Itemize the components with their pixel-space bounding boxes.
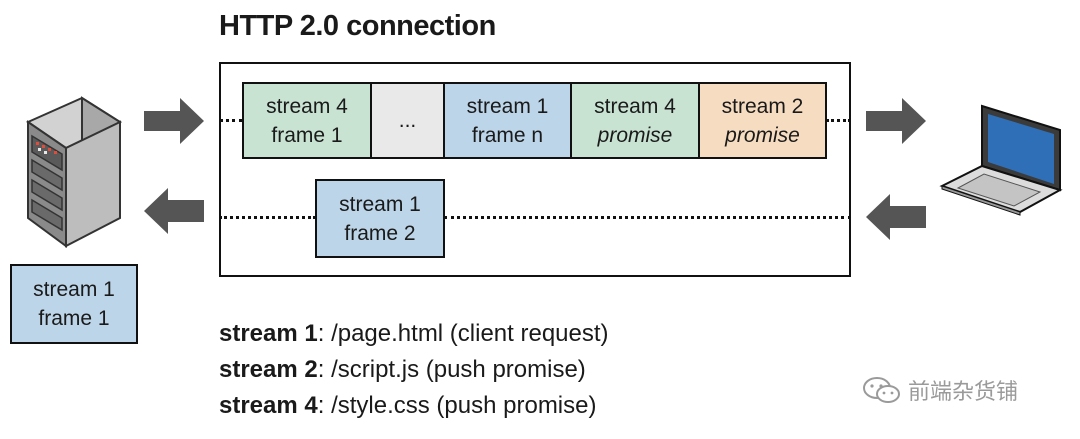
legend-stream-label: stream 2	[219, 356, 318, 383]
server-icon	[25, 96, 123, 248]
laptop-icon	[939, 104, 1063, 216]
legend-stream-label: stream 1	[219, 320, 318, 347]
connection-box	[219, 62, 851, 277]
frame-stream4-frame1: stream 4 frame 1	[242, 82, 372, 159]
dotted-line-bottom-left	[219, 216, 316, 219]
frame-ellipsis: ...	[370, 82, 445, 159]
frame-line2: frame 1	[271, 123, 343, 147]
frame-line2: frame 2	[344, 221, 416, 245]
arrow-right-icon	[866, 98, 926, 144]
dotted-line-top-right	[826, 119, 851, 122]
frame-line1: stream 2	[721, 94, 804, 118]
legend-desc: : /script.js (push promise)	[317, 356, 586, 383]
watermark-text: 前端杂货铺	[908, 379, 1019, 404]
legend-row-stream4: stream 4: /style.css (push promise)	[219, 388, 596, 424]
frame-line2: frame 1	[38, 307, 110, 330]
server-frame-stream1-frame1: stream 1 frame 1	[10, 264, 138, 344]
frame-line1: stream 4	[594, 94, 676, 118]
arrow-left-icon	[866, 194, 926, 240]
frame-line1: stream 4	[266, 94, 348, 118]
frame-line1: stream 1	[339, 192, 421, 216]
arrow-left-icon	[144, 188, 204, 234]
frame-line2: promise	[597, 123, 673, 147]
frame-stream1-frame2: stream 1 frame 2	[315, 179, 445, 258]
frame-line2: promise	[725, 123, 800, 147]
legend-stream-label: stream 4	[219, 392, 318, 419]
frame-line1: ...	[398, 109, 417, 132]
diagram-title: HTTP 2.0 connection	[219, 10, 496, 42]
arrow-right-icon	[144, 98, 204, 144]
frame-line1: stream 1	[466, 94, 549, 118]
watermark: 前端杂货铺	[862, 374, 1018, 406]
frame-line2: frame n	[471, 123, 544, 147]
frame-stream2-promise: stream 2 promise	[698, 82, 827, 159]
legend-row-stream2: stream 2: /script.js (push promise)	[219, 352, 586, 388]
legend-desc: : /style.css (push promise)	[317, 392, 597, 419]
legend-row-stream1: stream 1: /page.html (client request)	[219, 316, 609, 352]
dotted-line-top-left	[219, 119, 243, 122]
frame-line1: stream 1	[33, 278, 115, 301]
wechat-icon	[863, 377, 900, 403]
dotted-line-bottom-right	[444, 216, 851, 219]
legend-desc: : /page.html (client request)	[317, 320, 609, 347]
